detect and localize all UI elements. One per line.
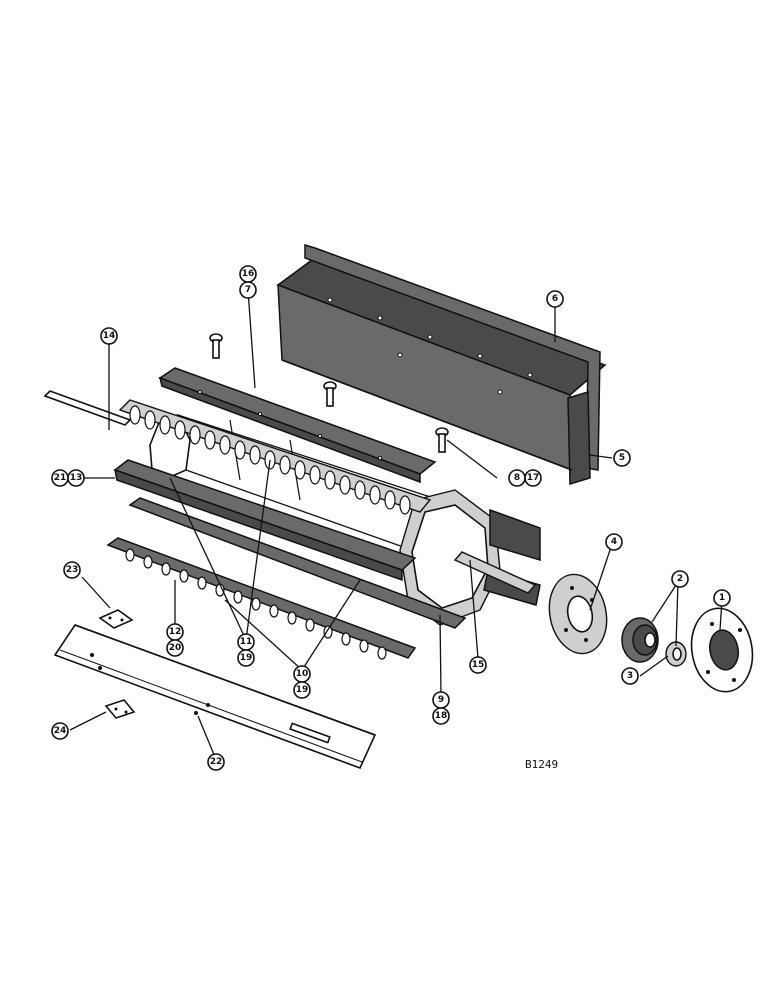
callout-13: 13	[67, 469, 85, 487]
callout-14: 14	[100, 327, 118, 345]
svg-text:19: 19	[296, 685, 309, 695]
callout-9: 9	[432, 691, 450, 709]
carriage-bolts	[209, 333, 449, 453]
callout-10-lower: 10	[293, 665, 311, 683]
callout-23: 23	[63, 561, 81, 579]
svg-text:16: 16	[242, 269, 255, 279]
svg-text:15: 15	[472, 660, 485, 670]
callout-18: 18	[432, 707, 450, 725]
callout-21: 21	[51, 469, 69, 487]
svg-text:20: 20	[169, 643, 182, 653]
clip-24	[104, 699, 136, 719]
callout-7: 7	[239, 281, 257, 299]
svg-text:22: 22	[210, 757, 223, 767]
callout-17: 17	[524, 469, 542, 487]
svg-text:12: 12	[169, 627, 182, 637]
svg-text:19: 19	[240, 653, 253, 663]
callout-12: 12	[166, 623, 184, 641]
bolt-2	[323, 381, 337, 407]
callout-5: 5	[613, 449, 631, 467]
bolt-3	[435, 427, 449, 453]
clip-23	[98, 609, 134, 629]
svg-text:4: 4	[611, 537, 617, 547]
bearing-flange-4	[548, 573, 608, 655]
svg-text:7: 7	[245, 285, 251, 295]
concave-bar-part	[53, 624, 377, 770]
svg-text:24: 24	[54, 726, 67, 736]
bottom-rasp-bar	[128, 497, 467, 629]
callout-2: 2	[671, 570, 689, 588]
callout-24: 24	[51, 722, 69, 740]
svg-text:13: 13	[70, 473, 83, 483]
svg-text:10: 10	[296, 669, 309, 679]
callout-16: 16	[239, 265, 257, 283]
leader-lines	[69, 289, 723, 758]
bearing-flange-1	[690, 607, 754, 693]
svg-text:14: 14	[103, 331, 116, 341]
front-rasp-bar-with-teeth	[113, 399, 432, 582]
lower-teeth	[125, 548, 387, 660]
callout-1: 1	[713, 589, 731, 607]
figure-id-label: B1249	[525, 758, 558, 771]
top-rasp-bar	[158, 367, 437, 484]
callout-4: 4	[605, 533, 623, 551]
svg-text:2: 2	[677, 574, 683, 584]
bearing-2	[621, 617, 659, 663]
lower-tooth-bar	[106, 537, 417, 660]
callout-8: 8	[508, 469, 526, 487]
callout-19-upper: 19	[237, 649, 255, 667]
svg-text:23: 23	[66, 565, 79, 575]
bolt-1	[209, 333, 223, 359]
callout-22: 22	[207, 753, 225, 771]
shield-holes	[327, 297, 533, 395]
rear-shield-part	[276, 243, 607, 486]
svg-text:9: 9	[438, 695, 444, 705]
svg-text:6: 6	[552, 294, 558, 304]
svg-text:18: 18	[435, 711, 448, 721]
svg-text:17: 17	[527, 473, 540, 483]
callout-11: 11	[237, 633, 255, 651]
svg-text:11: 11	[240, 637, 253, 647]
callout-6: 6	[546, 290, 564, 308]
svg-text:5: 5	[619, 453, 625, 463]
svg-text:21: 21	[54, 473, 67, 483]
rasp-teeth	[129, 405, 411, 515]
callout-15: 15	[469, 656, 487, 674]
callout-20: 20	[166, 639, 184, 657]
collar-3	[665, 641, 687, 667]
callout-19-lower: 19	[293, 681, 311, 699]
svg-text:8: 8	[514, 473, 520, 483]
svg-text:3: 3	[627, 671, 633, 681]
svg-text:1: 1	[719, 593, 725, 603]
callout-3: 3	[621, 667, 639, 685]
